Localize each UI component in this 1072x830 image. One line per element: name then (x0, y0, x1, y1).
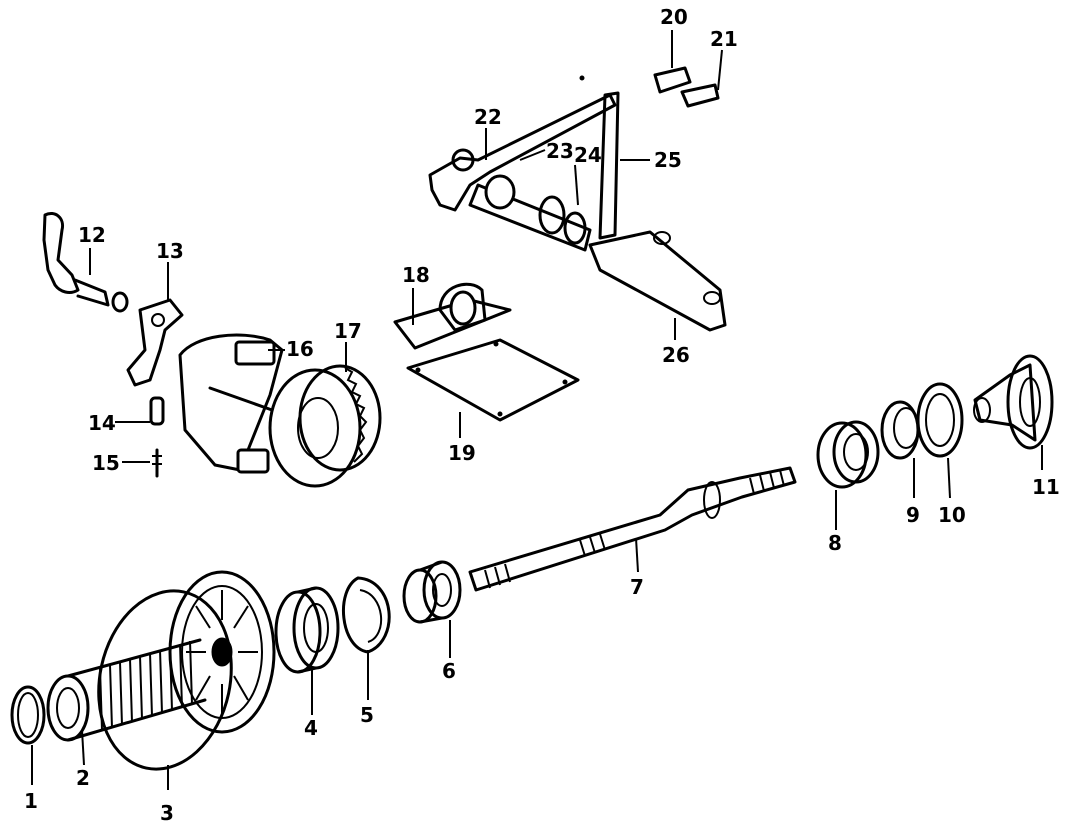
part-7-main-shaft (468, 466, 797, 592)
part-26-relay-lever (588, 230, 727, 332)
callout-5: 5 (360, 703, 374, 727)
callout-3: 3 (160, 801, 174, 825)
part-16-shift-housing (178, 333, 284, 474)
callout-16: 16 (286, 337, 314, 361)
part-12-lever (42, 212, 129, 313)
part-14-pin (149, 396, 165, 426)
callout-9: 9 (906, 503, 920, 527)
part-19-plate (406, 338, 580, 422)
part-21-end-link (680, 83, 720, 108)
part-11-flange-housing (973, 354, 1054, 450)
callout-17: 17 (334, 319, 362, 343)
part-4-bearing (274, 586, 340, 674)
part-25-shift-rod (598, 91, 620, 240)
part-20-clevis (653, 66, 692, 94)
part-3-carrier-with-ring (97, 570, 276, 771)
part-8-bearing (816, 420, 880, 489)
part-13-shift-fork (126, 298, 184, 387)
reference-dot (579, 75, 585, 81)
callout-7: 7 (630, 575, 644, 599)
callout-labels: 1 2 3 4 5 6 7 8 9 10 11 12 13 14 15 16 1… (24, 5, 1060, 825)
callout-14: 14 (88, 411, 116, 435)
callout-1: 1 (24, 789, 38, 813)
part-1-snap-ring (10, 685, 46, 745)
callout-11: 11 (1032, 475, 1060, 499)
callout-12: 12 (78, 223, 106, 247)
leader-lines (31, 30, 1043, 790)
callout-15: 15 (92, 451, 120, 475)
part-24-bushing (538, 195, 587, 245)
part-15-bolt (152, 448, 162, 478)
callout-8: 8 (828, 531, 842, 555)
callout-13: 13 (156, 239, 184, 263)
callout-4: 4 (304, 716, 318, 740)
callout-6: 6 (442, 659, 456, 683)
callout-21: 21 (710, 27, 738, 51)
part-23-cross-shaft (468, 174, 592, 252)
callout-2: 2 (76, 766, 90, 790)
callout-22: 22 (474, 105, 502, 129)
callout-23: 23 (546, 139, 574, 163)
part-9-seal (880, 400, 920, 460)
callout-18: 18 (402, 263, 430, 287)
part-5-snap-ring (342, 576, 391, 654)
part-10-retainer (916, 382, 964, 458)
callout-20: 20 (660, 5, 688, 29)
callout-10: 10 (938, 503, 966, 527)
callout-19: 19 (448, 441, 476, 465)
part-18-bracket (393, 282, 512, 350)
callout-26: 26 (662, 343, 690, 367)
callout-25: 25 (654, 148, 682, 172)
callout-24: 24 (574, 143, 602, 167)
part-22-linkage-arm (428, 93, 617, 212)
part-6-collar (402, 560, 462, 624)
part-17-clutch-gear (268, 364, 382, 488)
